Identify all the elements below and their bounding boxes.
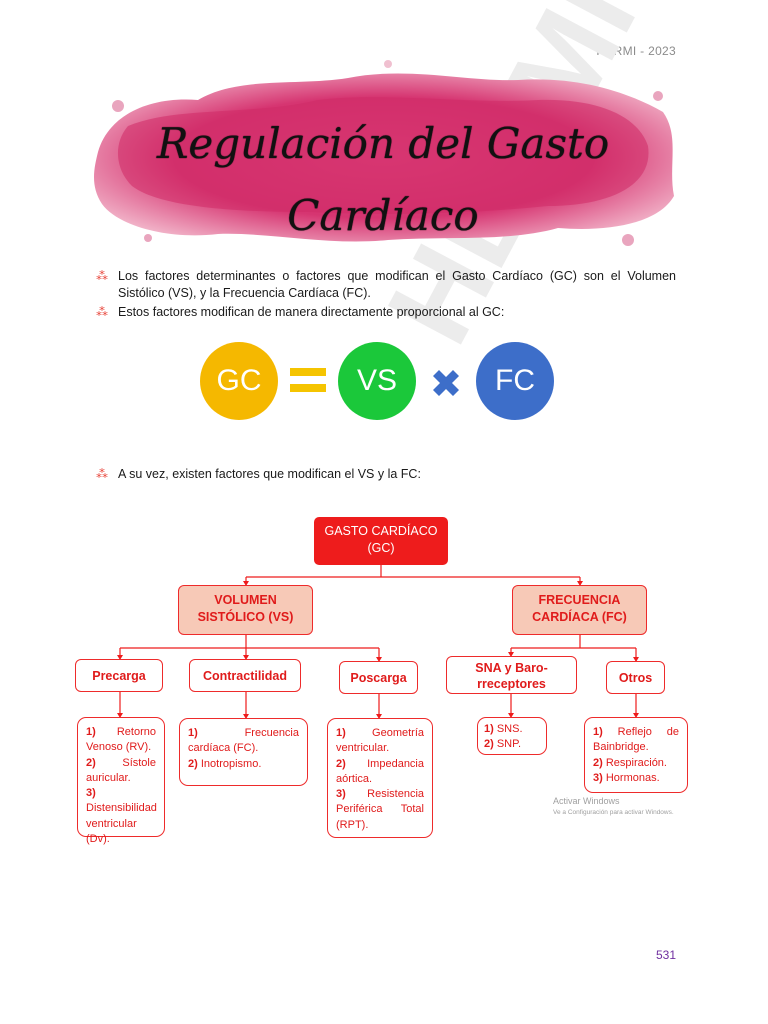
bullet-mark-icon: ⁂ — [96, 467, 108, 481]
bullet-text: Los factores determinantes o factores qu… — [118, 269, 676, 300]
precarga-list: 1) Retorno Venoso (RV). 2) Sístole auric… — [77, 717, 165, 845]
bullet-text: A su vez, existen factores que modifican… — [118, 467, 421, 481]
list-item: 1) Geometría ventricular. — [336, 727, 424, 755]
list-item: 2) Sístole auricular. — [86, 756, 156, 784]
bullet-mark-icon: ⁂ — [96, 305, 108, 319]
fc-circle: FC — [476, 342, 554, 420]
sna-node-line-2: rreceptores — [477, 677, 546, 691]
gc-root-line-2: (GC) — [367, 541, 395, 555]
list-item: 2) SNP. — [484, 738, 522, 751]
gc-root-line-1: GASTO CARDÍACO — [324, 524, 438, 538]
list-item: 3) Distensibilidad ventricular (Dv). — [86, 787, 157, 846]
list-item: 1) Retorno Venoso (RV). — [86, 726, 156, 754]
bullet-item: ⁂ A su vez, existen factores que modific… — [96, 466, 698, 483]
list-item: 2) Inotropismo. — [188, 757, 262, 770]
sna-list: 1) SNS. 2) SNP. — [477, 717, 547, 755]
otros-node: Otros — [606, 661, 665, 694]
otros-list: 1) Reflejo de Bainbridge. 2) Respiración… — [584, 717, 688, 793]
poscarga-node: Poscarga — [339, 661, 418, 694]
fc-node-line-1: FRECUENCIA — [538, 593, 621, 607]
intro-bullets: ⁂ Los factores determinantes o factores … — [96, 268, 676, 321]
fc-node-line-2: CARDÍACA (FC) — [532, 610, 627, 624]
list-item: 2) Impedancia aórtica. — [336, 757, 424, 785]
vs-node-line-2: SISTÓLICO (VS) — [197, 610, 294, 624]
vs-node-line-1: VOLUMEN — [214, 593, 277, 607]
title-line-1: Regulación del Gasto — [156, 119, 610, 168]
vs-circle: VS — [338, 342, 416, 420]
header-label: HERMI - 2023 — [596, 44, 676, 58]
bullet-item: ⁂ Estos factores modifican de manera dir… — [96, 304, 676, 321]
sna-node-line-1: SNA y Baro- — [475, 661, 548, 675]
banner-splash — [94, 60, 674, 246]
list-item: 1) SNS. — [484, 723, 523, 735]
precarga-node: Precarga — [75, 659, 163, 692]
activate-windows-subtitle: Ve a Configuración para activar Windows. — [553, 809, 674, 816]
multiply-icon — [433, 370, 459, 396]
fc-node: FRECUENCIA CARDÍACA (FC) — [512, 585, 647, 635]
contractilidad-node: Contractilidad — [189, 659, 301, 692]
list-item: 2) Respiración. — [593, 756, 667, 769]
equals-icon — [290, 368, 326, 392]
title-line-2: Cardíaco — [287, 191, 479, 241]
sna-node: SNA y Baro- rreceptores — [446, 656, 577, 694]
contractilidad-list: 1) Frecuencia cardíaca (FC). 2) Inotropi… — [179, 718, 308, 786]
list-item: 1) Frecuencia cardíaca (FC). — [188, 727, 299, 755]
list-item: 3) Resistencia Periférica Total (RPT). — [336, 788, 424, 831]
gc-root-node: GASTO CARDÍACO (GC) — [314, 517, 448, 565]
page-number: 531 — [655, 948, 676, 962]
list-item: 3) Hormonas. — [593, 771, 660, 784]
bullet-text: Estos factores modifican de manera direc… — [118, 305, 505, 319]
gc-circle: GC — [200, 342, 278, 420]
list-item: 1) Reflejo de Bainbridge. — [593, 726, 679, 754]
title-banner: Regulación del Gasto Cardíaco — [88, 56, 678, 252]
poscarga-list: 1) Geometría ventricular. 2) Impedancia … — [327, 718, 433, 838]
bullet-item: ⁂ Los factores determinantes o factores … — [96, 268, 676, 301]
activate-windows-notice: Activar Windows Ve a Configuración para … — [553, 796, 674, 818]
activate-windows-title: Activar Windows — [553, 796, 620, 806]
vs-node: VOLUMEN SISTÓLICO (VS) — [178, 585, 313, 635]
page-title: Regulación del Gasto Cardíaco — [88, 108, 678, 252]
bullet-mark-icon: ⁂ — [96, 269, 108, 283]
